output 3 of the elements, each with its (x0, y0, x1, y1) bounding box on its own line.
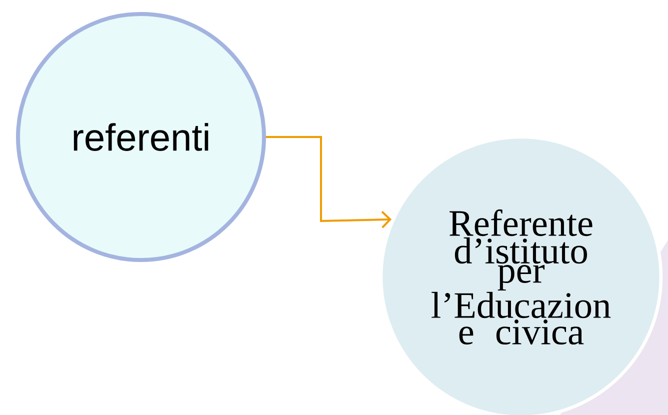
circle-node: Referente d’istituto per l’Educazion e civica (379, 135, 663, 415)
elbow-arrow (266, 136, 392, 228)
circle-node: referenti (16, 12, 266, 262)
